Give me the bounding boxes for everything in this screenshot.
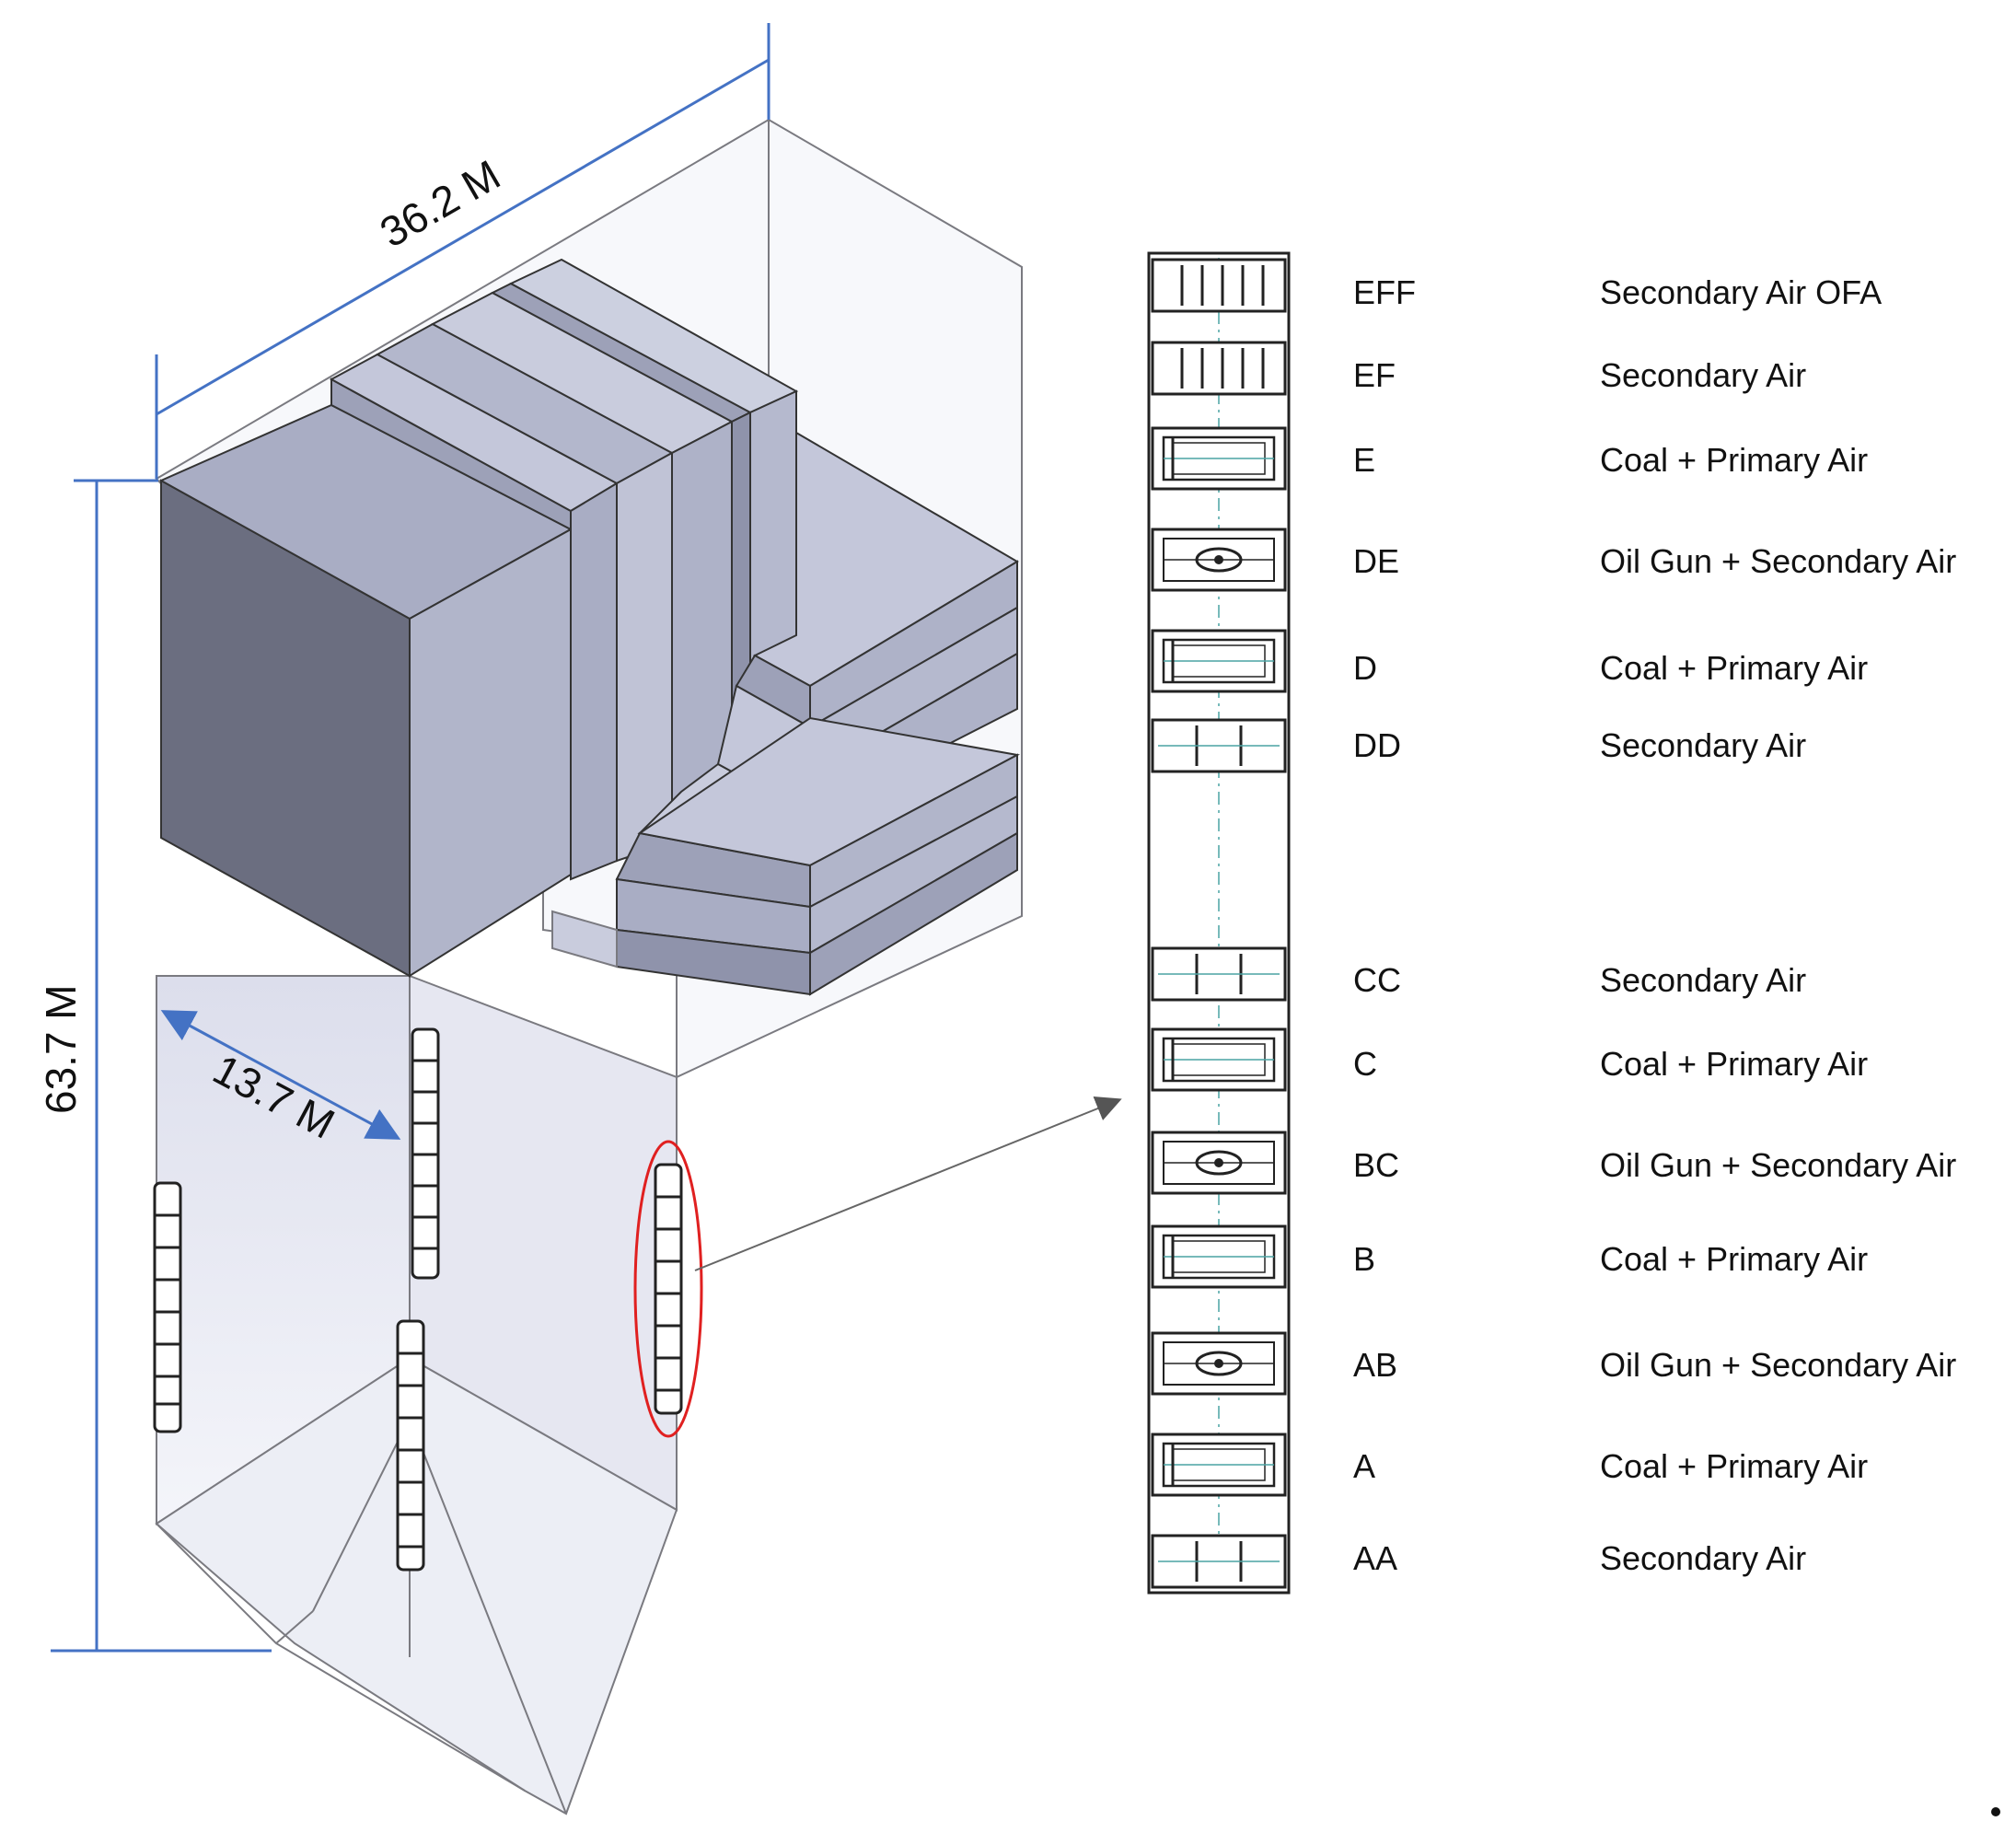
burner-panel-c bbox=[1151, 1027, 1287, 1092]
burner-code: CC bbox=[1353, 961, 1401, 999]
burner-description: Secondary Air bbox=[1600, 356, 1806, 394]
burner-code: E bbox=[1353, 441, 1375, 479]
burner-panel-de bbox=[1151, 528, 1287, 592]
burner-panel-bc bbox=[1151, 1131, 1287, 1195]
burner-description: Secondary Air OFA bbox=[1600, 273, 1882, 311]
burner-column-rear-left bbox=[153, 1181, 182, 1433]
burner-description: Coal + Primary Air bbox=[1600, 649, 1868, 687]
burner-panel-ef bbox=[1151, 341, 1287, 396]
burner-code: DE bbox=[1353, 542, 1399, 580]
back-pass-plates bbox=[551, 431, 1021, 996]
burner-panel-e bbox=[1151, 426, 1287, 491]
burner-panels bbox=[1151, 258, 1287, 1589]
callout-arrow bbox=[694, 1096, 1122, 1271]
burner-code: C bbox=[1353, 1045, 1377, 1083]
burner-column-right bbox=[654, 1163, 683, 1415]
burner-code: AA bbox=[1353, 1539, 1397, 1577]
burner-description: Secondary Air bbox=[1600, 961, 1806, 999]
burner-description: Coal + Primary Air bbox=[1600, 441, 1868, 479]
burner-code: B bbox=[1353, 1240, 1375, 1278]
burner-description: Secondary Air bbox=[1600, 1539, 1806, 1577]
top-slabs bbox=[329, 258, 799, 881]
burner-description: Oil Gun + Secondary Air bbox=[1600, 1346, 1956, 1384]
burner-stack bbox=[1147, 251, 1291, 1595]
burner-code: EF bbox=[1353, 356, 1396, 394]
dimension-height: 63.7 M bbox=[37, 479, 272, 1653]
width-label: 36.2 M bbox=[372, 150, 508, 256]
burner-description: Coal + Primary Air bbox=[1600, 1045, 1868, 1083]
burner-panel-a bbox=[1151, 1433, 1287, 1497]
burner-code: DD bbox=[1353, 726, 1401, 764]
burner-column-center-lower bbox=[396, 1319, 425, 1572]
burner-legend: EFF Secondary Air OFA EF Secondary Air E… bbox=[1353, 273, 1956, 1577]
burner-description: Coal + Primary Air bbox=[1600, 1240, 1868, 1278]
furnace-model bbox=[153, 118, 1122, 1816]
trailing-dot bbox=[1991, 1807, 2000, 1816]
burner-panel-aa bbox=[1151, 1534, 1287, 1589]
burner-description: Secondary Air bbox=[1600, 726, 1806, 764]
wall-burner-ticks bbox=[155, 1059, 681, 1549]
burner-description: Oil Gun + Secondary Air bbox=[1600, 1146, 1956, 1184]
burner-code: AB bbox=[1353, 1346, 1397, 1384]
burner-panel-b bbox=[1151, 1224, 1287, 1289]
burner-code: A bbox=[1353, 1447, 1375, 1485]
burner-code: D bbox=[1353, 649, 1377, 687]
burner-panel-cc bbox=[1151, 946, 1287, 1002]
burner-panel-d bbox=[1151, 629, 1287, 693]
burner-code: EFF bbox=[1353, 273, 1416, 311]
burner-description: Oil Gun + Secondary Air bbox=[1600, 542, 1956, 580]
height-label: 63.7 M bbox=[37, 984, 85, 1114]
burner-panel-ab bbox=[1151, 1331, 1287, 1396]
burner-panel-dd bbox=[1151, 718, 1287, 773]
burner-code: BC bbox=[1353, 1146, 1399, 1184]
highlight-ellipse bbox=[633, 1140, 703, 1438]
burner-panel-eff bbox=[1151, 258, 1287, 313]
burner-description: Coal + Primary Air bbox=[1600, 1447, 1868, 1485]
